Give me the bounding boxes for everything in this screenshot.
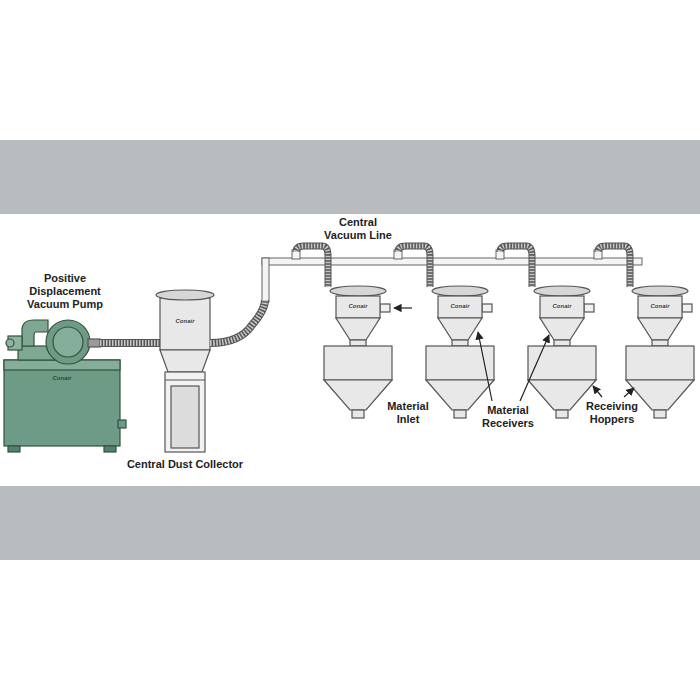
- receiver-body: [438, 296, 482, 318]
- equipment-label: Central Vacuum Line: [322, 216, 394, 242]
- hose-ribs: [500, 246, 532, 287]
- vacuum-hose: [210, 300, 265, 343]
- hopper-outlet: [556, 410, 568, 418]
- receiver-cone: [336, 318, 380, 340]
- material-inlet-pipe: [380, 304, 390, 312]
- hose-ribs: [210, 300, 265, 343]
- equipment-label: Positive Displacement Vacuum Pump: [23, 272, 107, 311]
- material-inlet-pipe: [482, 304, 492, 312]
- vacuum-hose: [100, 339, 160, 347]
- brand-logo: Conair: [42, 375, 82, 382]
- equipment-label: Material Receivers: [476, 404, 540, 430]
- dust-collector: [156, 290, 214, 452]
- brand-logo: Conair: [542, 303, 582, 310]
- receiver-neck: [554, 340, 570, 346]
- hose-ribs: [598, 246, 630, 287]
- hopper-body: [324, 346, 392, 380]
- material-receiver: [324, 286, 392, 418]
- brand-logo: Conair: [338, 303, 378, 310]
- leader-arrows: [394, 308, 634, 401]
- receiver-lid: [432, 286, 488, 296]
- equipment-label: Material Inlet: [382, 400, 434, 426]
- material-inlet-pipe: [584, 304, 594, 312]
- receiver-body: [638, 296, 682, 318]
- hose-ribs: [100, 340, 160, 346]
- receiver-lid: [534, 286, 590, 296]
- flex-hose: [398, 246, 430, 287]
- material-inlet-pipe: [682, 304, 692, 312]
- hose-ribs: [398, 246, 430, 287]
- receiver-lid: [330, 286, 386, 296]
- flex-hose: [598, 246, 630, 287]
- material-receiver: [528, 286, 596, 418]
- receiver-body: [540, 296, 584, 318]
- flex-hose: [296, 246, 328, 287]
- receiver-body: [336, 296, 380, 318]
- brand-logo: Conair: [640, 303, 680, 310]
- receiver-lid: [632, 286, 688, 296]
- hose-ribs: [296, 246, 328, 287]
- gray-band: [0, 486, 700, 560]
- brand-logo: Conair: [162, 318, 208, 325]
- central-vacuum-line: [262, 258, 642, 302]
- receivers: [292, 246, 694, 418]
- receiver-neck: [652, 340, 668, 346]
- material-receiver: [626, 286, 694, 418]
- hopper-outlet: [454, 410, 466, 418]
- brand-logo: Conair: [440, 303, 480, 310]
- hopper-cone: [426, 380, 494, 410]
- hopper-cone: [324, 380, 392, 410]
- flex-hose: [500, 246, 532, 287]
- receiver-neck: [452, 340, 468, 346]
- equipment-label: Central Dust Collector: [115, 458, 255, 471]
- receiver-neck: [350, 340, 366, 346]
- hopper-body: [528, 346, 596, 380]
- receiver-cone: [540, 318, 584, 340]
- hopper-outlet: [352, 410, 364, 418]
- hopper-body: [626, 346, 694, 380]
- gray-band: [0, 140, 700, 214]
- equipment-label: Receiving Hoppers: [582, 400, 642, 426]
- hopper-outlet: [654, 410, 666, 418]
- hopper-cone: [528, 380, 596, 410]
- receiver-cone: [638, 318, 682, 340]
- receiver-cone: [438, 318, 482, 340]
- material-receiver: [426, 286, 494, 418]
